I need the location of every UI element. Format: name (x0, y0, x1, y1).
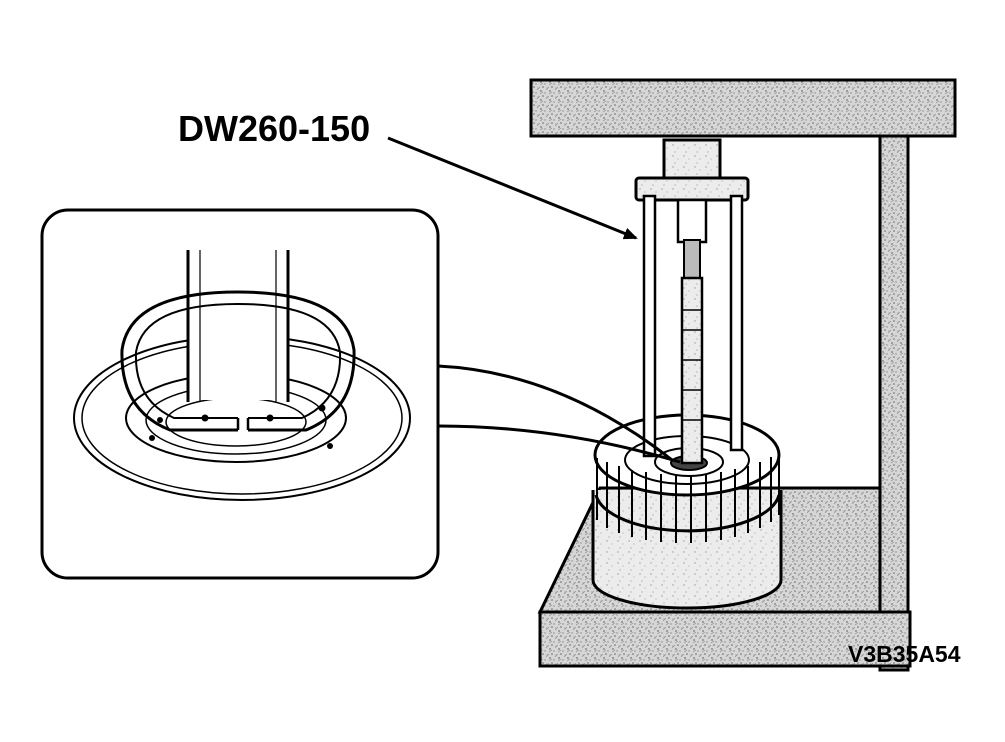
figure-code: V3B35A54 (848, 641, 961, 667)
tool-dw260-150 (642, 194, 744, 465)
detail-inset (40, 208, 681, 580)
tool-callout-label: DW260-150 (178, 108, 371, 149)
snap-ring (120, 290, 356, 432)
callout-arrow (387, 136, 638, 240)
press-ram (634, 138, 750, 202)
